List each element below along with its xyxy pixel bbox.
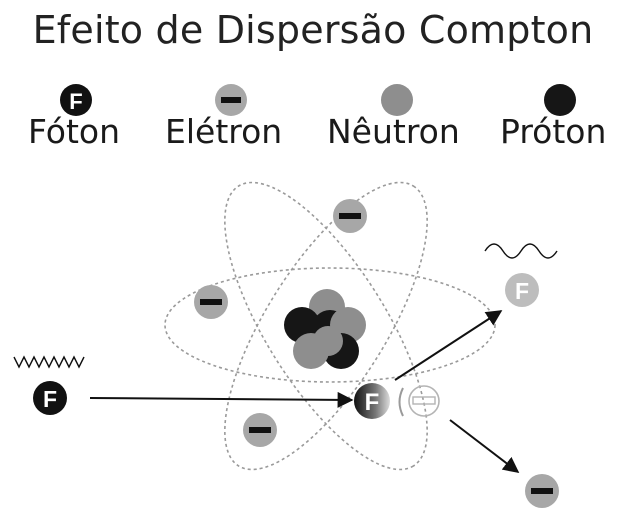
incoming-wave <box>13 355 85 369</box>
legend-label-proton: Próton <box>500 112 607 151</box>
collision-photon-symbol: F <box>365 389 380 416</box>
orbit-tilted-left <box>224 181 428 471</box>
legend-label-photon: Fóton <box>28 112 121 151</box>
scattered-photon: F <box>505 273 539 307</box>
collision-arc <box>398 387 404 417</box>
incoming-photon-symbol: F <box>43 386 57 412</box>
legend-label-neutron: Nêutron <box>327 112 460 151</box>
legend-photon-symbol: F <box>69 89 82 114</box>
legend-proton-icon <box>544 84 576 116</box>
incoming-photon: F <box>33 381 67 415</box>
incoming-arrow <box>89 391 354 408</box>
scattered-wave <box>484 243 558 259</box>
legend-neutron-icon <box>381 84 413 116</box>
collision-electron <box>408 385 440 417</box>
legend-photon-icon: F <box>60 84 92 116</box>
neutron <box>313 326 343 356</box>
legend-electron-icon <box>215 84 247 116</box>
ejected-electron-arrow <box>449 419 520 473</box>
orbital-electron <box>194 285 228 319</box>
orbital-electron <box>333 199 367 233</box>
scattered-photon-arrow <box>394 310 503 381</box>
legend-label-electron: Elétron <box>165 112 283 151</box>
orbital-electron <box>243 413 277 447</box>
scattered-photon-symbol: F <box>515 278 529 304</box>
orbit-tilted-right <box>224 181 428 471</box>
nucleus <box>284 289 366 369</box>
collision-photon: F <box>354 383 390 419</box>
diagram-title: Efeito de Dispersão Compton <box>32 8 594 52</box>
ejected-electron <box>525 474 559 508</box>
